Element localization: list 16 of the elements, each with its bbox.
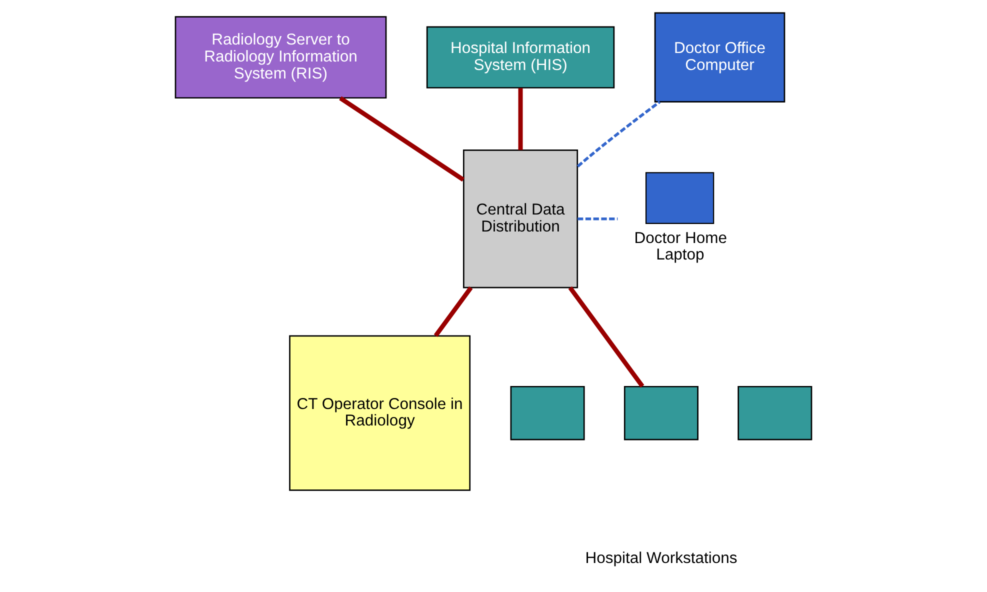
node-box: Hospital Information System (HIS) bbox=[426, 26, 615, 88]
node-box: CT Operator Console in Radiology bbox=[289, 335, 471, 491]
connector bbox=[339, 96, 465, 182]
connector bbox=[434, 286, 473, 338]
label: Hospital Workstations bbox=[585, 550, 738, 568]
connector bbox=[578, 217, 618, 220]
node-label: Doctor Home Laptop bbox=[634, 230, 727, 264]
connector bbox=[568, 286, 644, 388]
connector bbox=[518, 88, 523, 150]
node-box: Central Data Distribution bbox=[463, 150, 578, 288]
node-box bbox=[624, 386, 698, 440]
node-box bbox=[738, 386, 812, 440]
node-box: Doctor Office Computer bbox=[654, 12, 786, 102]
connector bbox=[576, 100, 661, 168]
node-box: Radiology Server to Radiology Information System (RIS) bbox=[174, 16, 387, 99]
node-box bbox=[510, 386, 585, 440]
